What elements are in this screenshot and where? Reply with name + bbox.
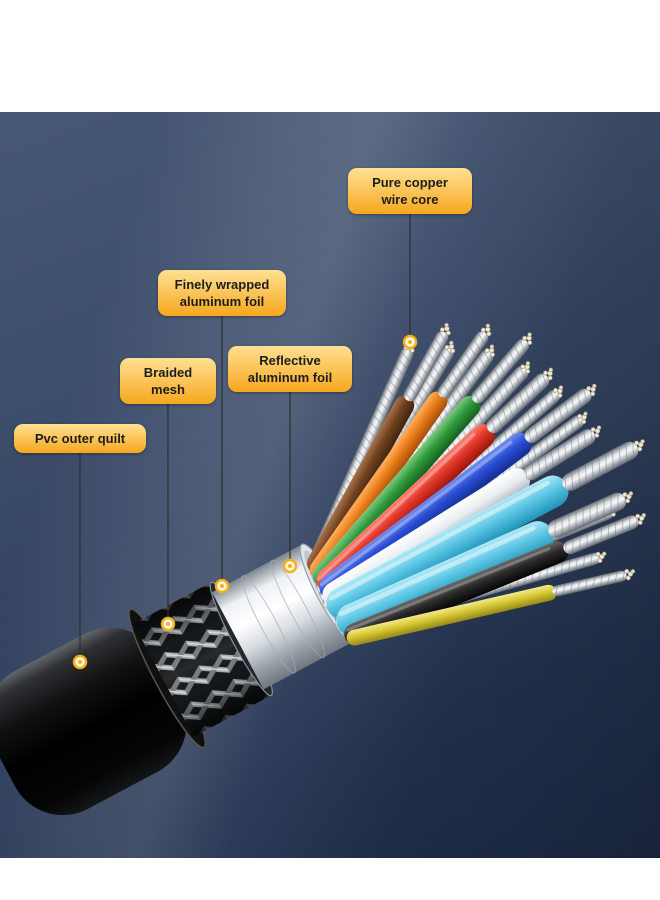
callout-pvc-outer-quilt: Pvc outer quilt [14, 424, 146, 454]
marker-copper [402, 334, 418, 350]
callout-pure-copper-wire-core: Pure copper wire core [348, 168, 472, 215]
marker-braided [160, 616, 176, 632]
callout-leaders [72, 190, 418, 670]
wire-yellow [346, 567, 637, 646]
wire-cyan-1 [326, 437, 649, 620]
marker-finely [214, 578, 230, 594]
wire-green [312, 330, 537, 586]
wire-orange [309, 321, 496, 580]
callout-braided-mesh: Braided mesh [120, 358, 216, 405]
cable-illustration [0, 321, 649, 816]
marker-pvc [72, 654, 88, 670]
wire-cyan-2 [336, 489, 637, 636]
callout-reflective-aluminum-foil: Reflective aluminum foil [228, 346, 352, 393]
marker-reflective [282, 558, 298, 574]
leader-markers [72, 334, 418, 670]
leader-lines [79, 190, 411, 657]
wire-brown [306, 321, 455, 574]
photo-background: Pure copper wire core Finely wrapped alu… [0, 112, 660, 858]
callout-finely-wrapped-aluminum-foil: Finely wrapped aluminum foil [158, 270, 286, 317]
cable-group [0, 321, 649, 816]
